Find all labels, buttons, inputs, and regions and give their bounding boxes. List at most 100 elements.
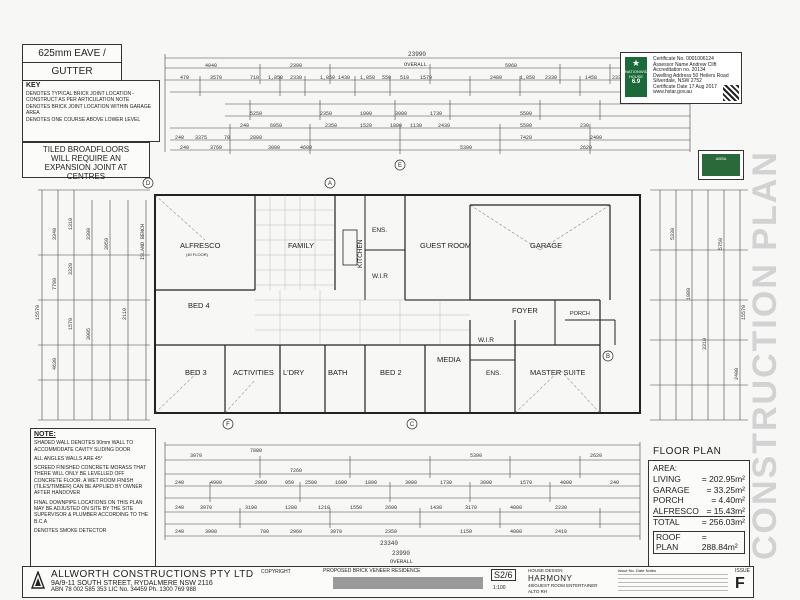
key-item: DENOTES TYPICAL BRICK JOINT LOCATION - C… bbox=[26, 90, 135, 104]
svg-text:1570: 1570 bbox=[68, 318, 74, 330]
note-item: SCREED FINISHED CONCRETE MORASS THAT THE… bbox=[34, 465, 146, 497]
svg-text:240: 240 bbox=[175, 505, 184, 511]
svg-text:3950: 3950 bbox=[104, 238, 110, 250]
svg-text:2960: 2960 bbox=[290, 529, 302, 535]
room-alfresco-sub: (40 FLOOR) bbox=[186, 252, 209, 257]
svg-text:3970: 3970 bbox=[200, 505, 212, 511]
revision-header: Issue No. Date Notes bbox=[618, 568, 657, 573]
room-alfresco: ALFRESCO bbox=[180, 241, 221, 250]
svg-text:2410: 2410 bbox=[555, 529, 567, 535]
issue-label: ISSUE bbox=[735, 568, 751, 574]
badge-label: ABSA bbox=[702, 154, 740, 176]
area-value: = 33.25m² bbox=[706, 484, 745, 495]
construction-plan-watermark: CONSTRUCTION PLAN bbox=[746, 150, 784, 560]
company-name: ALLWORTH CONSTRUCTIONS PTY LTD bbox=[51, 569, 254, 580]
svg-text:3000: 3000 bbox=[480, 480, 492, 486]
redacted-address bbox=[333, 577, 483, 589]
revision-table bbox=[618, 574, 728, 594]
area-label: PORCH bbox=[653, 495, 684, 505]
dim-bottom-1: 7260 bbox=[290, 468, 302, 474]
svg-text:1800: 1800 bbox=[390, 123, 402, 129]
svg-text:2880: 2880 bbox=[250, 135, 262, 141]
grid-marker-f: F bbox=[226, 422, 230, 428]
svg-text:1800: 1800 bbox=[365, 480, 377, 486]
svg-text:1310: 1310 bbox=[68, 218, 74, 230]
right-dimension-lines bbox=[650, 189, 748, 421]
issue-letter: F bbox=[735, 575, 745, 592]
svg-text:2500: 2500 bbox=[305, 480, 317, 486]
svg-text:1550: 1550 bbox=[350, 505, 362, 511]
svg-text:1,850: 1,850 bbox=[320, 75, 335, 81]
title-block: ALLWORTH CONSTRUCTIONS PTY LTD 9A/9-11 S… bbox=[22, 566, 754, 598]
area-label: ALFRESCO bbox=[653, 505, 699, 516]
company-address: 9A/9-11 SOUTH STREET, RYDALMERE NSW 2116 bbox=[51, 580, 213, 587]
area-total-row: TOTAL= 256.03m² bbox=[653, 516, 745, 528]
roof-hip-lines bbox=[154, 194, 611, 414]
svg-text:1520: 1520 bbox=[360, 123, 372, 129]
room-bed3: BED 3 bbox=[185, 368, 207, 377]
note-item: FINAL DOWNPIPE LOCATIONS ON THIS PLAN MA… bbox=[34, 499, 149, 525]
tiled-note: TILED BROADFLOORS WILL REQUIRE AN EXPANS… bbox=[22, 142, 150, 181]
dim-overall-top-label: OVERALL bbox=[404, 61, 427, 68]
nathers-logo-text: NATIONWIDE HOUSE bbox=[625, 69, 651, 79]
svg-text:1130: 1130 bbox=[410, 123, 422, 129]
cert-row: Certificate No. 0001006124 bbox=[653, 56, 714, 62]
svg-text:3000: 3000 bbox=[268, 145, 280, 151]
svg-text:2110: 2110 bbox=[122, 308, 128, 320]
room-ens-bottom: ENS. bbox=[486, 370, 501, 377]
floor-tile-grid bbox=[255, 195, 470, 345]
svg-text:3190: 3190 bbox=[245, 505, 257, 511]
eave-line1: 625mm EAVE / bbox=[23, 45, 121, 63]
tiled-line1: TILED BROADFLOORS bbox=[42, 145, 130, 154]
company-block: ALLWORTH CONSTRUCTIONS PTY LTD 9A/9-11 S… bbox=[51, 569, 254, 593]
dim-bottom-3: 2620 bbox=[590, 453, 602, 459]
note-item: DENOTES SMOKE DETECTOR bbox=[34, 527, 107, 534]
svg-text:240: 240 bbox=[175, 480, 184, 486]
area-title: FLOOR PLAN bbox=[653, 446, 722, 457]
svg-text:4000: 4000 bbox=[510, 505, 522, 511]
cert-row: Assessor Name Andrew Clift bbox=[653, 61, 717, 68]
area-label: GARAGE bbox=[653, 484, 690, 495]
area-label: LIVING bbox=[653, 474, 681, 484]
svg-text:5390: 5390 bbox=[460, 145, 472, 151]
area-total-label: TOTAL bbox=[653, 517, 680, 527]
company-logo-icon bbox=[31, 571, 45, 589]
copyright-label: COPYRIGHT bbox=[261, 569, 291, 575]
svg-text:2400: 2400 bbox=[590, 135, 602, 141]
svg-text:780: 780 bbox=[260, 529, 269, 535]
svg-text:2330: 2330 bbox=[290, 75, 302, 81]
svg-text:5500: 5500 bbox=[520, 111, 532, 117]
bottom-dimension-lines bbox=[164, 442, 641, 540]
top-dimension-lines bbox=[165, 57, 690, 151]
dim-bottom-total: 23340 bbox=[380, 540, 398, 547]
svg-text:510: 510 bbox=[400, 75, 409, 81]
svg-text:3970: 3970 bbox=[330, 529, 342, 535]
svg-text:3570: 3570 bbox=[210, 75, 222, 81]
grid-marker-e: E bbox=[398, 163, 402, 169]
energy-certificate: ★ NATIONWIDE HOUSE 6.9 Certificate No. 0… bbox=[620, 52, 742, 104]
residence-label: PROPOSED BRICK VENEER RESIDENCE bbox=[323, 568, 421, 574]
svg-text:1280: 1280 bbox=[285, 505, 297, 511]
room-media: MEDIA bbox=[437, 355, 461, 364]
room-master: MASTER SUITE bbox=[530, 368, 585, 377]
dim-bottom-2: 5390 bbox=[470, 453, 482, 459]
svg-text:1150: 1150 bbox=[460, 529, 472, 535]
svg-text:240: 240 bbox=[180, 145, 189, 151]
svg-text:2330: 2330 bbox=[545, 75, 557, 81]
roof-value: = 288.84m² bbox=[701, 531, 738, 553]
tiled-line4: CENTRES bbox=[66, 172, 106, 181]
svg-text:3000: 3000 bbox=[405, 480, 417, 486]
svg-text:470: 470 bbox=[180, 75, 189, 81]
svg-text:5330: 5330 bbox=[670, 228, 676, 240]
dim-top-2: 5960 bbox=[505, 63, 517, 69]
svg-text:4630: 4630 bbox=[52, 358, 58, 370]
svg-text:2860: 2860 bbox=[255, 480, 267, 486]
dim-right-total: 15570 bbox=[741, 305, 747, 320]
notes-title: NOTE: bbox=[34, 431, 56, 438]
svg-text:3310: 3310 bbox=[702, 338, 708, 350]
key-box: KEY DENOTES TYPICAL BRICK JOINT LOCATION… bbox=[22, 80, 160, 142]
area-value: = 202.95m² bbox=[701, 474, 745, 484]
room-bath: BATH bbox=[328, 368, 347, 377]
house-design-name: HARMONY bbox=[528, 574, 573, 583]
room-foyer: FOYER bbox=[512, 306, 538, 315]
